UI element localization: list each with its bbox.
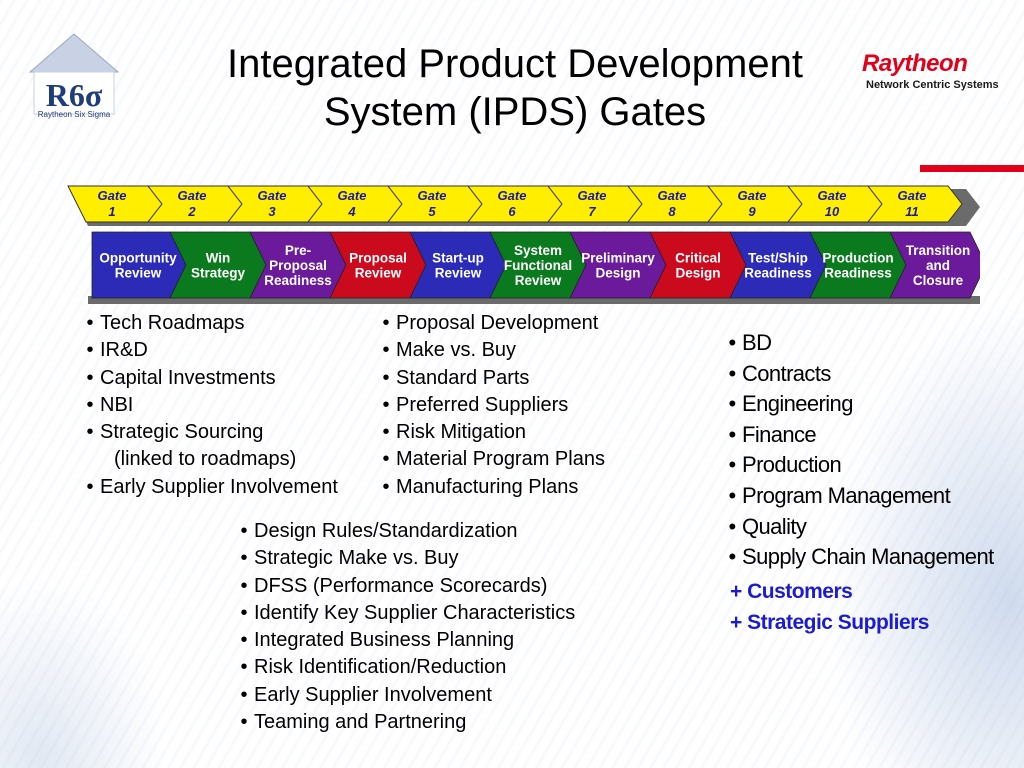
phase-label: Design bbox=[675, 266, 720, 281]
gate-label: Gate bbox=[658, 188, 687, 203]
list-item: Program Management bbox=[722, 481, 994, 512]
title-underline-rule bbox=[920, 165, 1024, 172]
gate-number: 9 bbox=[748, 204, 756, 219]
phase-label: Readiness bbox=[744, 266, 812, 281]
list-item: Finance bbox=[722, 420, 994, 451]
list-item: Production bbox=[722, 450, 994, 481]
gate-label: Gate bbox=[338, 188, 367, 203]
list-item: Capital Investments bbox=[80, 365, 338, 392]
list-item: Tech Roadmaps bbox=[80, 310, 338, 337]
list-item: Risk Identification/Reduction bbox=[234, 654, 575, 681]
gate-label: Gate bbox=[178, 188, 207, 203]
phase-label: System bbox=[514, 243, 562, 258]
gate-label: Gate bbox=[898, 188, 927, 203]
gate-label: Gate bbox=[738, 188, 767, 203]
gate-label: Gate bbox=[818, 188, 847, 203]
gate-number: 5 bbox=[428, 204, 436, 219]
strategic-suppliers-note: + Strategic Suppliers bbox=[730, 611, 930, 634]
bullet-list-functions: BDContractsEngineeringFinanceProductionP… bbox=[722, 328, 994, 573]
gate-number: 8 bbox=[668, 204, 676, 219]
list-item: Identify Key Supplier Characteristics bbox=[234, 600, 575, 627]
list-item: Contracts bbox=[722, 359, 994, 390]
list-item: Material Program Plans bbox=[376, 446, 605, 473]
bullet-list-proposal-phase: Proposal DevelopmentMake vs. BuyStandard… bbox=[376, 310, 605, 501]
gate-label: Gate bbox=[578, 188, 607, 203]
gate-label: Gate bbox=[418, 188, 447, 203]
ipds-gates-diagram: Gate1Gate2Gate3Gate4Gate5Gate6Gate7Gate8… bbox=[67, 185, 980, 304]
list-item: (linked to roadmaps) bbox=[114, 448, 297, 471]
phase-label: Win bbox=[206, 251, 231, 266]
phase-arrow bbox=[889, 231, 980, 299]
list-item: Early Supplier Involvement bbox=[80, 474, 338, 501]
title-line-2: System (IPDS) Gates bbox=[323, 90, 707, 134]
phase-label: Preliminary bbox=[581, 251, 655, 266]
bullet-list-early-phase: Tech RoadmapsIR&DCapital InvestmentsNBIS… bbox=[80, 310, 338, 501]
gate-label: Gate bbox=[498, 188, 527, 203]
list-item: Strategic Sourcing bbox=[80, 419, 338, 446]
list-item: Quality bbox=[722, 512, 994, 543]
phase-label: Proposal bbox=[349, 251, 407, 266]
list-item: Standard Parts bbox=[376, 365, 605, 392]
phase-label: Opportunity bbox=[99, 251, 177, 266]
list-item: Engineering bbox=[722, 389, 994, 420]
list-item: Make vs. Buy bbox=[376, 337, 605, 364]
phase-label: Functional bbox=[504, 258, 572, 273]
gate-number: 4 bbox=[347, 204, 356, 219]
list-item: Manufacturing Plans bbox=[376, 474, 605, 501]
raytheon-brand: Raytheon bbox=[862, 50, 968, 77]
phase-label: Transition bbox=[906, 243, 971, 258]
phase-label: Readiness bbox=[264, 273, 332, 288]
gate-number: 10 bbox=[825, 204, 840, 219]
list-item: Early Supplier Involvement bbox=[234, 682, 575, 709]
phase-label: Pre- bbox=[285, 243, 311, 258]
list-item: Proposal Development bbox=[376, 310, 605, 337]
phase-label: Design bbox=[595, 266, 640, 281]
bullet-list-design-phase: Design Rules/StandardizationStrategic Ma… bbox=[234, 518, 575, 736]
phase-label: Production bbox=[822, 251, 893, 266]
gate-number: 7 bbox=[588, 204, 596, 219]
gate-number: 6 bbox=[508, 204, 516, 219]
gate-number: 11 bbox=[905, 204, 919, 219]
page-title: Integrated Product Development System (I… bbox=[150, 40, 880, 136]
phase-label: Readiness bbox=[824, 266, 892, 281]
phase-label: Closure bbox=[913, 273, 964, 288]
gate-number: 3 bbox=[268, 204, 276, 219]
phase-label: Strategy bbox=[191, 266, 246, 281]
list-item: Design Rules/Standardization bbox=[234, 518, 575, 545]
phase-label: Proposal bbox=[269, 258, 327, 273]
title-line-1: Integrated Product Development bbox=[227, 42, 803, 86]
gate-label: Gate bbox=[98, 188, 127, 203]
list-item: Risk Mitigation bbox=[376, 419, 605, 446]
gate-number: 2 bbox=[187, 204, 196, 219]
phase-label: Review bbox=[435, 266, 482, 281]
list-item: Supply Chain Management bbox=[722, 542, 994, 573]
customers-note: + Customers bbox=[730, 580, 853, 603]
logo-mark: R6σ bbox=[46, 77, 103, 113]
phase-label: Test/Ship bbox=[748, 251, 808, 266]
phase-label: and bbox=[926, 258, 950, 273]
brand-division: Network Centric Systems bbox=[866, 79, 999, 91]
logo-tagline: Raytheon Six Sigma bbox=[37, 110, 111, 119]
gate-label: Gate bbox=[258, 188, 287, 203]
phase-label: Review bbox=[515, 273, 562, 288]
gate-chevron bbox=[866, 185, 963, 223]
list-item: BD bbox=[722, 328, 994, 359]
list-item: NBI bbox=[80, 392, 338, 419]
list-item: Integrated Business Planning bbox=[234, 627, 575, 654]
phase-label: Start-up bbox=[432, 251, 484, 266]
phase-label: Review bbox=[115, 266, 162, 281]
gate-number: 1 bbox=[108, 204, 115, 219]
list-item: Teaming and Partnering bbox=[234, 709, 575, 736]
r6sigma-logo: R6σ bbox=[28, 33, 120, 115]
phase-label: Review bbox=[355, 266, 402, 281]
phase-label: Critical bbox=[675, 251, 721, 266]
list-item: Strategic Make vs. Buy bbox=[234, 545, 575, 572]
list-item: DFSS (Performance Scorecards) bbox=[234, 573, 575, 600]
list-item: Preferred Suppliers bbox=[376, 392, 605, 419]
list-item: IR&D bbox=[80, 337, 338, 364]
